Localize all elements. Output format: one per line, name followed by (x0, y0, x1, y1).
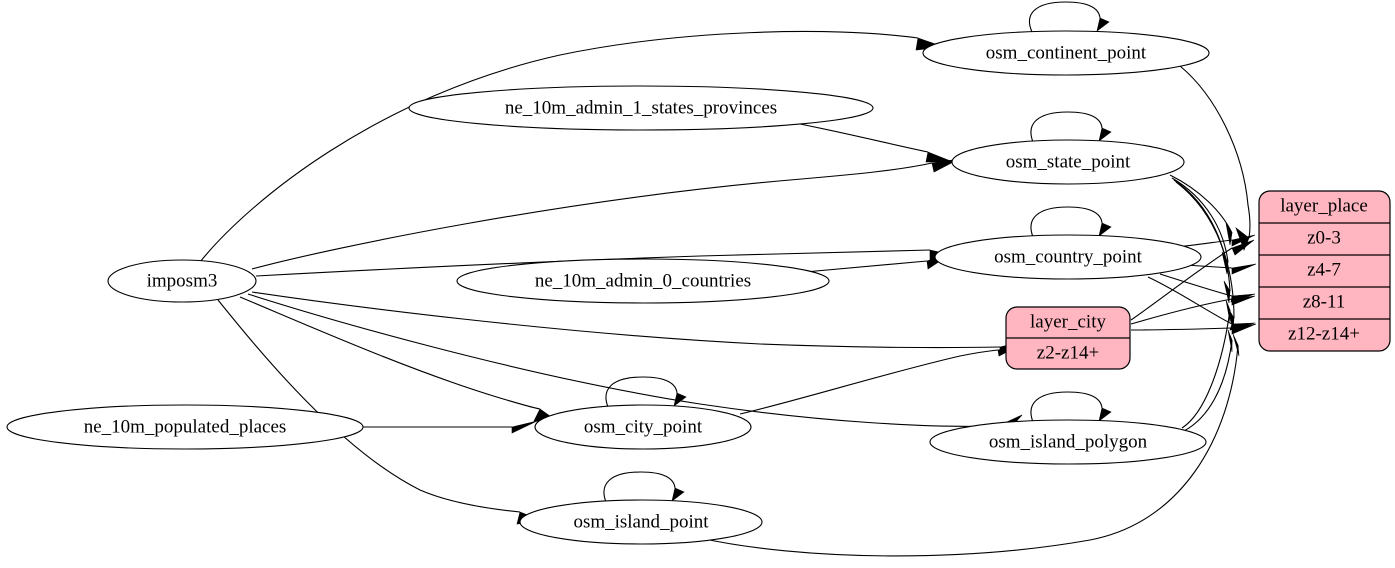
edge-osm-state-point-self (1030, 111, 1112, 143)
node-osm-country-point-label: osm_country_point (994, 246, 1142, 267)
edge-osm-island-polygon-layer-place-z12 (1183, 329, 1233, 432)
record-layer-place[interactable]: layer_place z0-3 z4-7 z8-11 z12-z14+ (1258, 190, 1391, 352)
edge-ne-admin1-osm-state-point (799, 123, 954, 163)
edge-osm-city-point-self (605, 376, 687, 408)
node-osm-island-point-label: osm_island_point (573, 511, 709, 532)
record-layer-city-header: layer_city (1030, 311, 1106, 332)
record-layer-city-row-z2-z14[interactable]: z2-z14+ (1037, 342, 1099, 363)
record-layer-city[interactable]: layer_city z2-z14+ (1005, 306, 1131, 370)
nodes-layer: imposm3 ne_10m_admin_1_states_provinces … (6, 30, 1210, 545)
node-osm-island-point[interactable]: osm_island_point (519, 499, 763, 545)
node-osm-continent-point-label: osm_continent_point (986, 42, 1147, 63)
edge-osm-state-point-layer-place-z0 (1169, 174, 1233, 246)
edge-layer-city-layer-place-z8 (1130, 295, 1256, 325)
node-osm-island-polygon-label: osm_island_polygon (989, 431, 1148, 452)
edge-osm-island-polygon-self (1030, 391, 1112, 423)
node-osm-island-polygon[interactable]: osm_island_polygon (929, 419, 1207, 465)
node-ne-10m-admin-1-states-provinces[interactable]: ne_10m_admin_1_states_provinces (408, 85, 874, 131)
node-imposm3-label: imposm3 (147, 270, 218, 291)
records-layer: layer_city z2-z14+ layer_place z0-3 z4-7… (1005, 190, 1391, 370)
edge-osm-island-point-layer-place-z12 (699, 333, 1240, 557)
node-osm-state-point-label: osm_state_point (1006, 151, 1131, 172)
node-osm-city-point[interactable]: osm_city_point (534, 404, 752, 450)
edge-osm-city-point-layer-city (739, 343, 1023, 415)
node-ne-10m-admin-0-countries-label: ne_10m_admin_0_countries (535, 270, 751, 291)
node-osm-country-point[interactable]: osm_country_point (934, 234, 1202, 280)
edge-osm-country-point-self (1030, 206, 1112, 238)
node-osm-state-point[interactable]: osm_state_point (951, 139, 1185, 185)
edge-ne-populated-places-osm-city-point (363, 420, 538, 434)
node-osm-city-point-label: osm_city_point (584, 416, 703, 437)
edge-imposm3-osm-city-point (239, 296, 563, 425)
edge-layer-city-layer-place-z0 (1130, 239, 1255, 321)
record-layer-place-row-z12-z14[interactable]: z12-z14+ (1288, 323, 1360, 344)
edge-osm-island-polygon-layer-place-z8 (1181, 299, 1231, 429)
node-ne-10m-populated-places-label: ne_10m_populated_places (84, 416, 287, 437)
node-ne-10m-admin-0-countries[interactable]: ne_10m_admin_0_countries (456, 258, 830, 304)
node-imposm3[interactable]: imposm3 (107, 259, 257, 303)
edge-imposm3-osm-continent-point (199, 30, 945, 263)
node-ne-10m-populated-places[interactable]: ne_10m_populated_places (6, 404, 364, 450)
node-ne-10m-admin-1-states-provinces-label: ne_10m_admin_1_states_provinces (505, 97, 777, 118)
edge-osm-island-point-self (603, 471, 685, 503)
record-layer-place-header: layer_place (1280, 195, 1368, 216)
edge-osm-country-point-layer-place-z12 (1147, 276, 1256, 331)
edge-layer-city-layer-place-z12 (1130, 323, 1257, 335)
node-osm-continent-point[interactable]: osm_continent_point (922, 30, 1210, 76)
record-layer-place-row-z4-7[interactable]: z4-7 (1307, 259, 1341, 280)
record-layer-place-row-z0-3[interactable]: z0-3 (1307, 227, 1341, 248)
edge-osm-continent-point-self (1028, 1, 1110, 33)
record-layer-place-row-z8-11[interactable]: z8-11 (1303, 291, 1346, 312)
edge-osm-state-point-layer-place-z8 (1173, 179, 1231, 304)
